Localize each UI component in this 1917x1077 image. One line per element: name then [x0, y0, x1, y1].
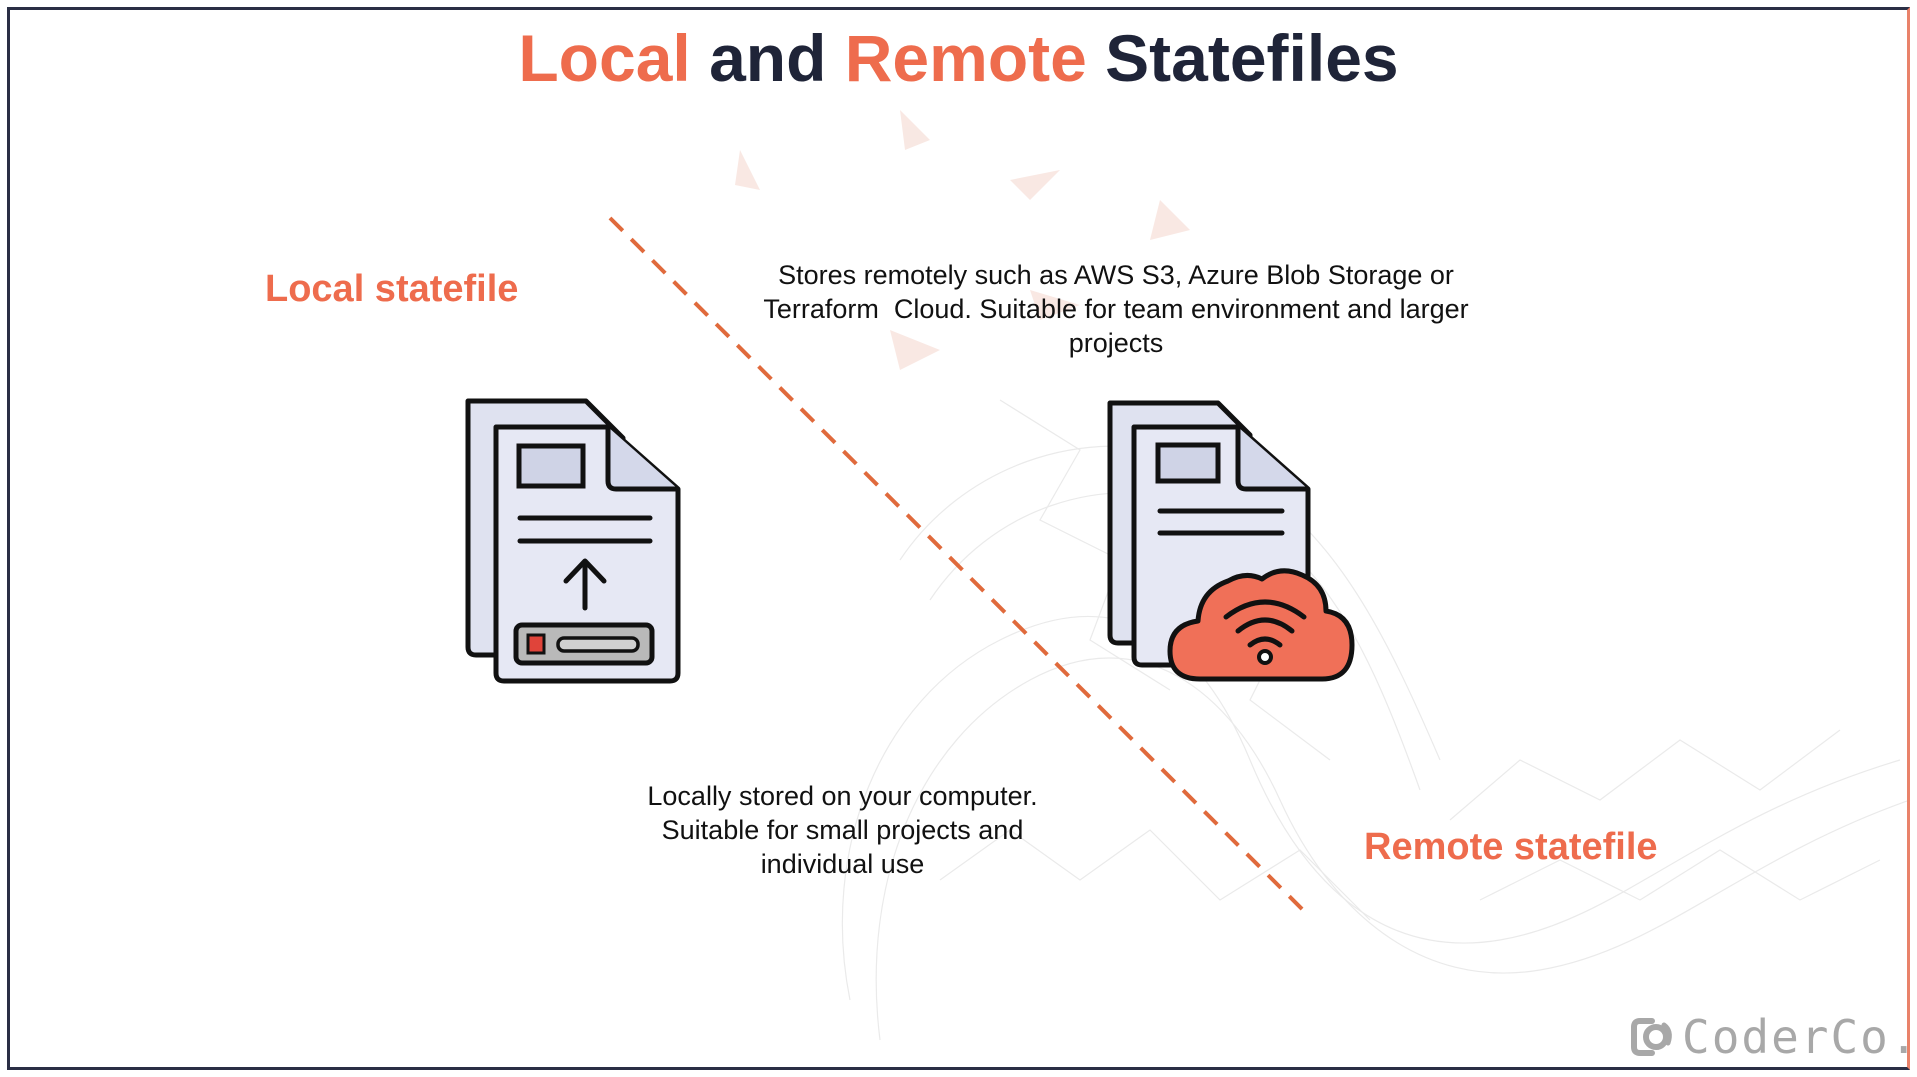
remote-description-line-3: projects [1068, 328, 1164, 358]
local-description-line-2: Suitable for small projects and [661, 815, 1024, 845]
coderco-logo-text: CoderCo. [1682, 1010, 1917, 1064]
local-description: Locally stored on your computer. Suitabl… [610, 779, 1075, 881]
remote-description: Stores remotely such as AWS S3, Azure Bl… [740, 258, 1492, 360]
local-description-line-3: individual use [760, 849, 925, 879]
remote-statefile-label: Remote statefile [1364, 826, 1658, 868]
title-word-and: and [690, 21, 845, 95]
document-cloud-icon [1107, 400, 1355, 682]
local-description-line-1: Locally stored on your computer. [647, 781, 1038, 811]
slide-frame [7, 7, 1910, 1070]
coderco-logo: CoderCo. [1630, 1010, 1917, 1064]
coderco-logo-icon [1631, 1018, 1672, 1056]
document-upload-icon [465, 398, 681, 684]
title-word-local: Local [518, 21, 691, 95]
remote-description-line-2: Terraform Cloud. Suitable for team envir… [763, 294, 1469, 324]
title-word-statefiles: Statefiles [1086, 21, 1399, 95]
remote-description-line-1: Stores remotely such as AWS S3, Azure Bl… [778, 260, 1454, 290]
page-title: Local and Remote Statefiles [0, 18, 1917, 98]
title-word-remote: Remote [844, 21, 1087, 95]
local-statefile-label: Local statefile [265, 268, 519, 310]
